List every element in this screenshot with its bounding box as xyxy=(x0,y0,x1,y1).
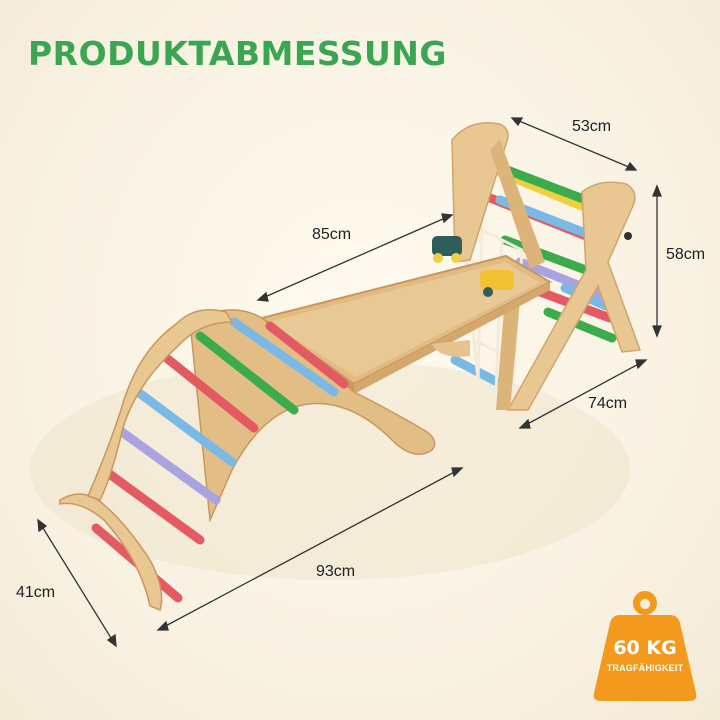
dimension-base-depth: 74cm xyxy=(588,395,628,412)
arch-climber xyxy=(59,309,436,612)
weight-value: 60 KG xyxy=(613,637,677,659)
page-title: PRODUKTABMESSUNG xyxy=(28,34,447,73)
weight-badge: 60 KG TRAGFÄHIGKEIT xyxy=(590,585,700,705)
dimension-lines xyxy=(37,117,662,648)
dimension-arch-length: 93cm xyxy=(316,563,356,580)
dimension-arch-width: 41cm xyxy=(16,584,56,601)
dimension-top-width: 53cm xyxy=(572,118,612,135)
triangle-climber xyxy=(450,122,642,411)
weight-label: TRAGFÄHIGKEIT xyxy=(606,663,684,673)
dimension-height: 58cm xyxy=(666,246,706,263)
weight-icon xyxy=(593,591,697,701)
dimension-platform-length: 85cm xyxy=(312,226,352,243)
